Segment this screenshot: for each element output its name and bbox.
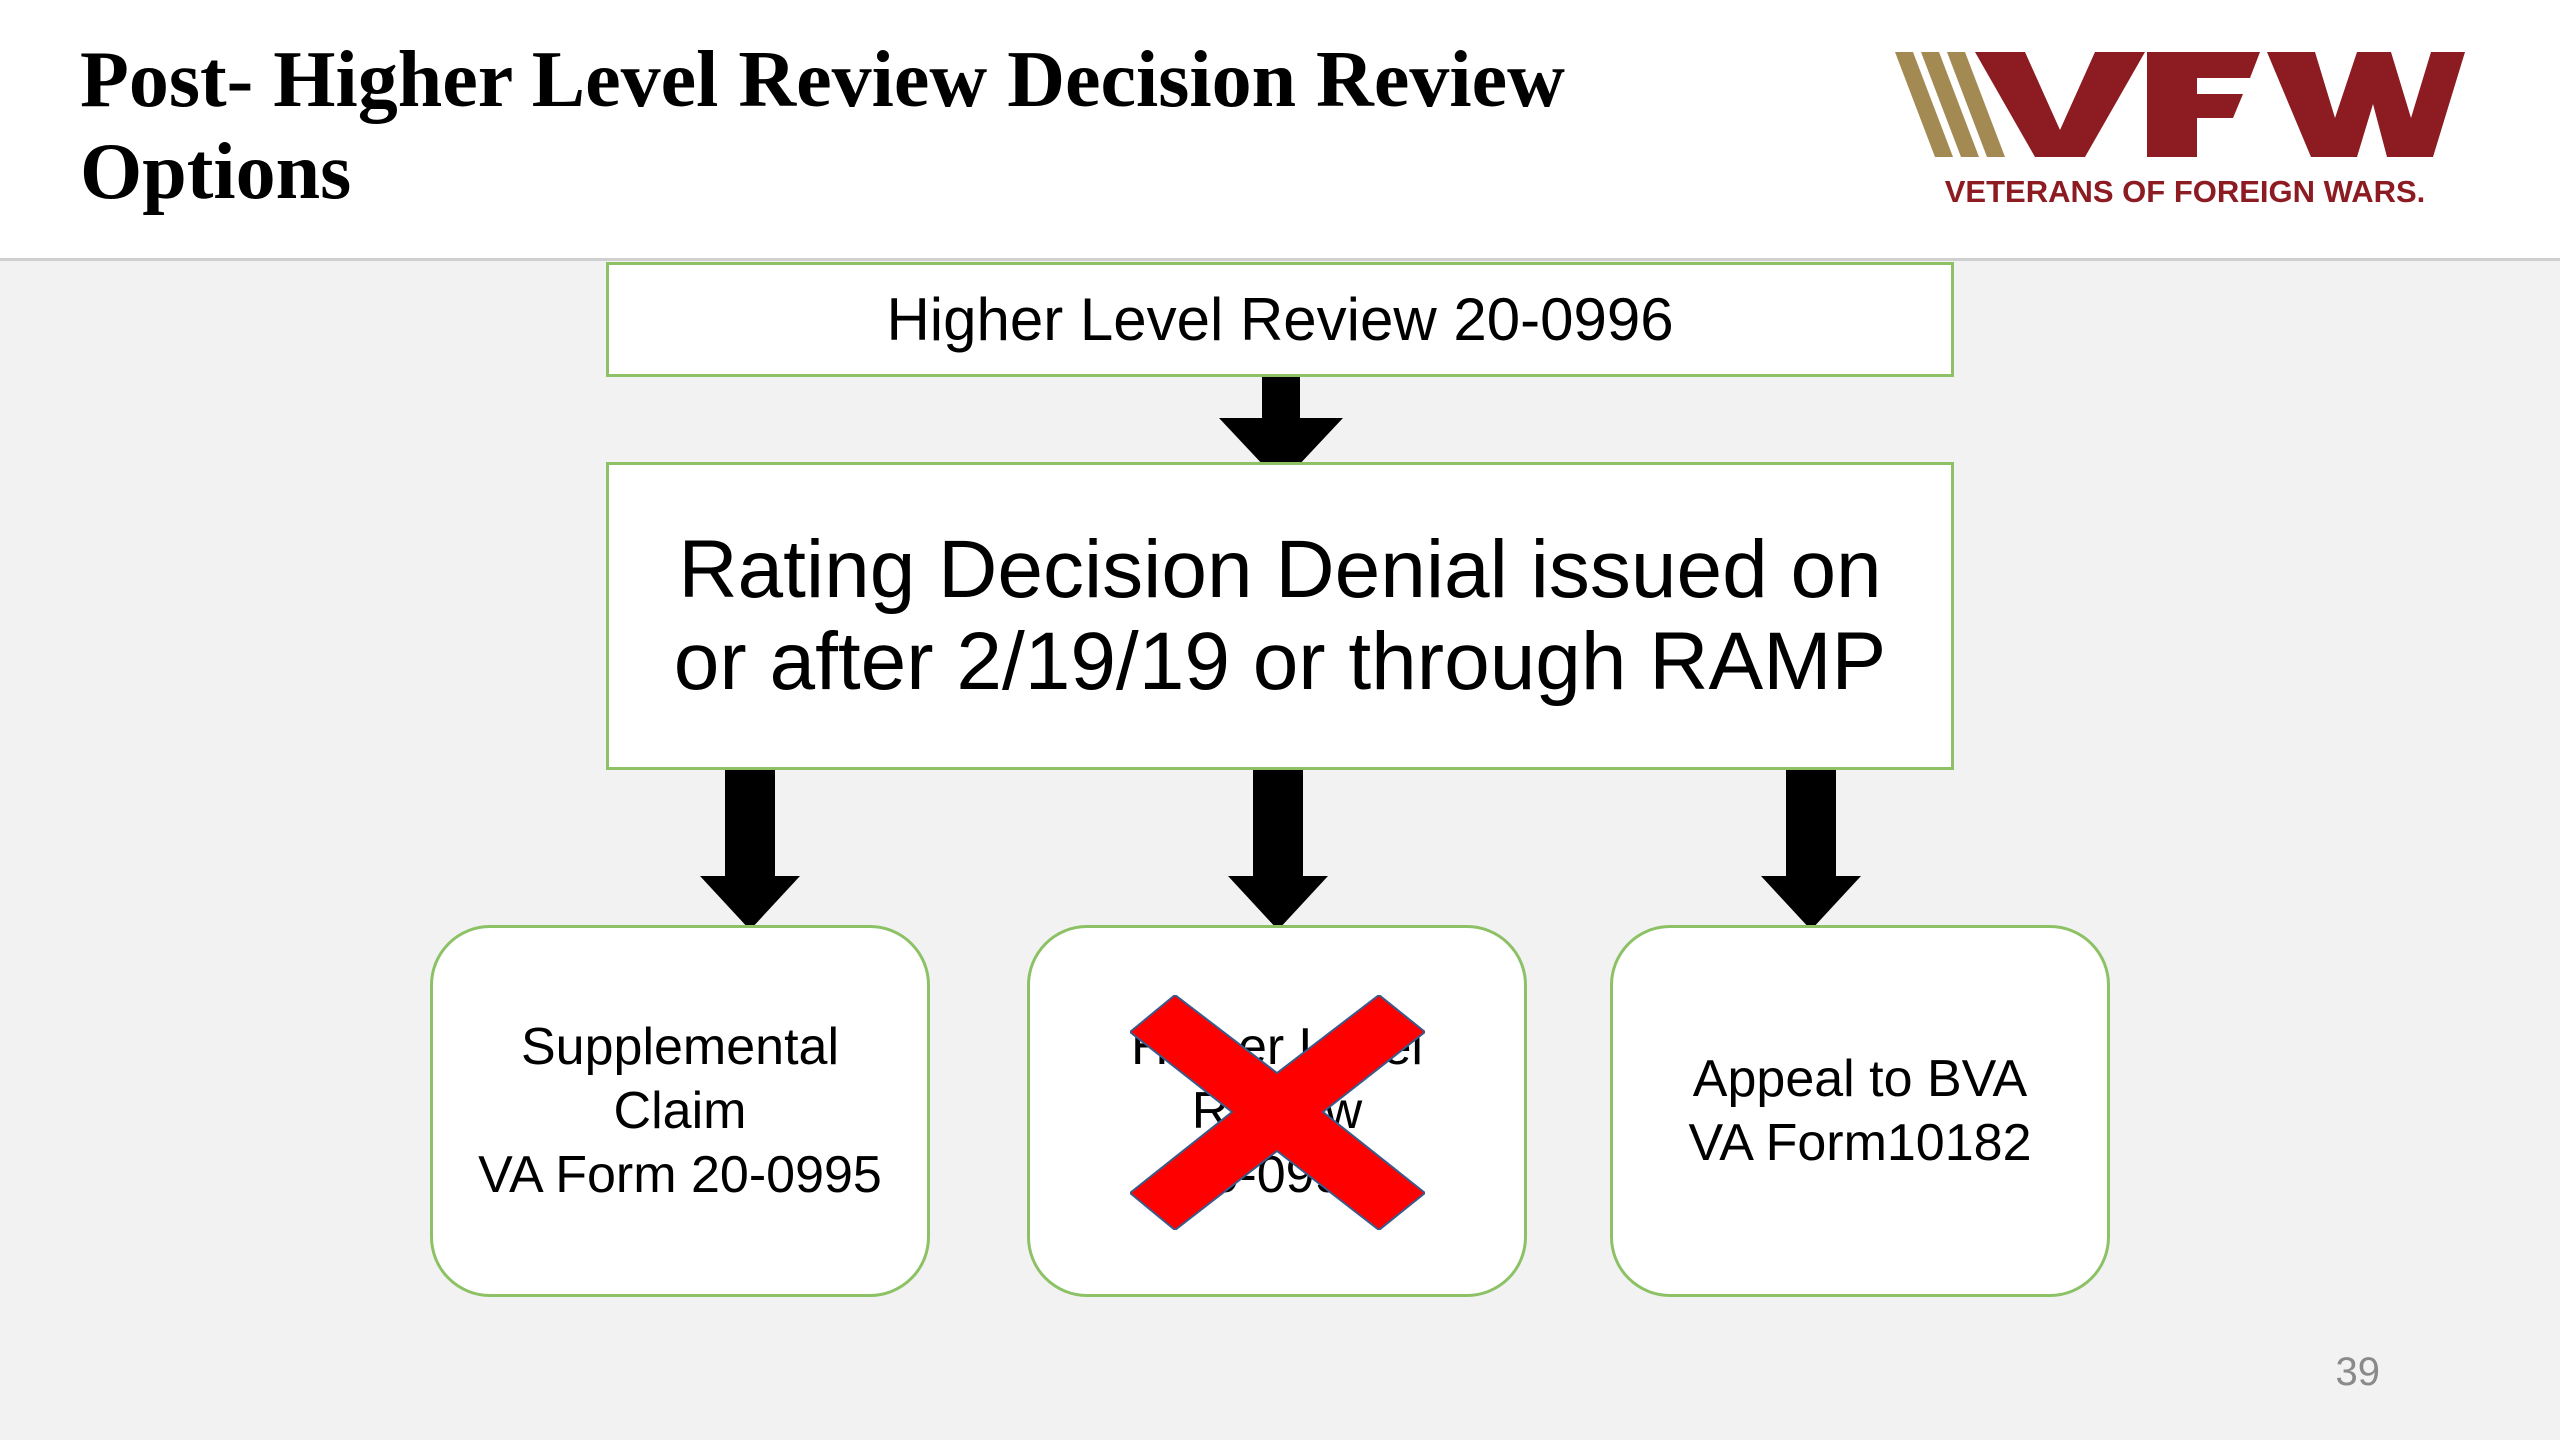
- vfw-logo: VETERANS OF FOREIGN WARS.: [1895, 52, 2465, 209]
- red-x-icon: [1130, 995, 1425, 1230]
- slide-header: Post- Higher Level Review Decision Revie…: [0, 0, 2560, 261]
- appeal-to-bva-label: Appeal to BVA VA Form10182: [1688, 1050, 2032, 1172]
- appeal-to-bva-option: Appeal to BVA VA Form10182: [1610, 925, 2110, 1297]
- higher-level-review-box: Higher Level Review 20-0996: [606, 262, 1954, 377]
- supplemental-claim-option: Supplemental Claim VA Form 20-0995: [430, 925, 930, 1297]
- rating-decision-label: Rating Decision Denial issued on or afte…: [673, 524, 1887, 707]
- supplemental-claim-label: Supplemental Claim VA Form 20-0995: [478, 1018, 882, 1204]
- page-number: 39: [2335, 1350, 2381, 1394]
- slide-title: Post- Higher Level Review Decision Revie…: [80, 36, 1565, 216]
- svg-text:VETERANS OF FOREIGN WARS.: VETERANS OF FOREIGN WARS.: [1945, 174, 2426, 209]
- rating-decision-box: Rating Decision Denial issued on or afte…: [606, 462, 1954, 770]
- higher-level-review-label: Higher Level Review 20-0996: [886, 286, 1674, 353]
